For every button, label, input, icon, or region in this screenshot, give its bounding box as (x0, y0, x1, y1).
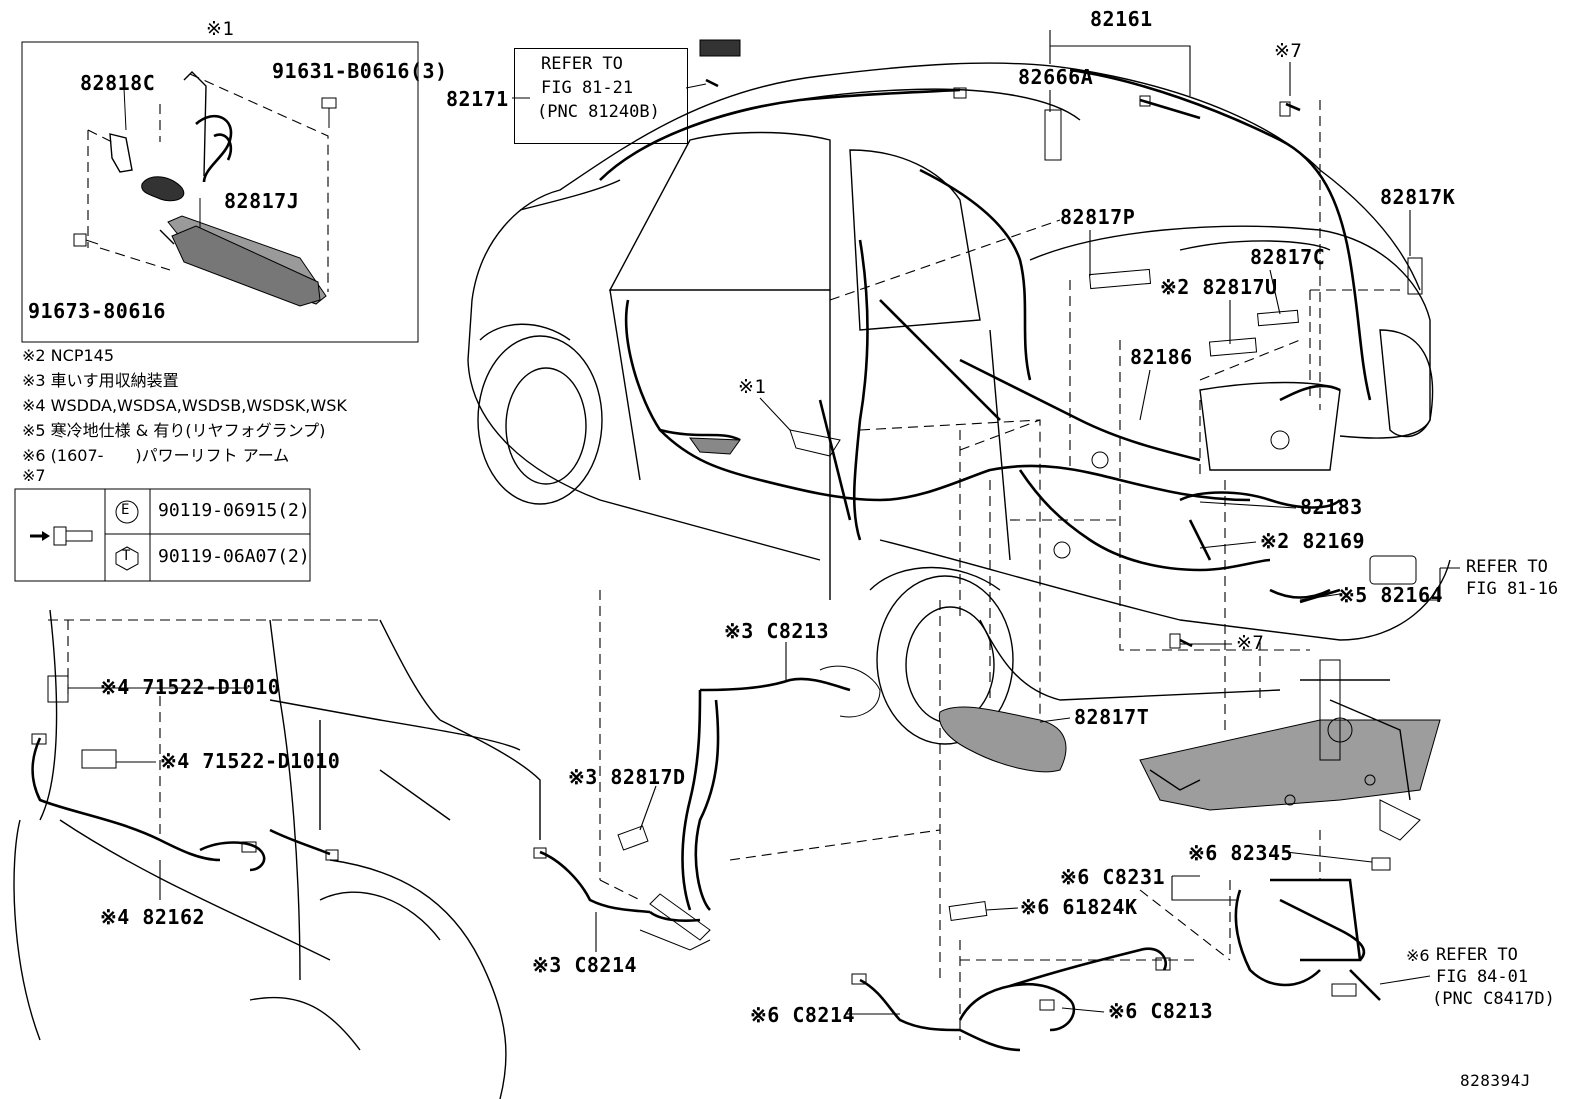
part-note1-main[interactable]: ※1 (738, 376, 767, 398)
part-82666a[interactable]: 82666A (1018, 65, 1094, 89)
power-lift-harness (851, 857, 1391, 1052)
refer-line: FIG 81-21 (541, 78, 634, 98)
inset-title: ※1 (206, 18, 235, 40)
part-82817k[interactable]: 82817K (1380, 185, 1456, 209)
refer-line: (PNC 81240B) (537, 102, 660, 122)
part-91673-80616[interactable]: 91673-80616 (28, 299, 166, 323)
part-c8213-3[interactable]: ※3 C8213 (724, 619, 830, 643)
refer-line: REFER TO (541, 54, 623, 74)
fastener-part-t[interactable]: 90119-06A07(2) (158, 546, 310, 567)
note-7: ※7 (22, 466, 46, 485)
part-82817c[interactable]: 82817C (1250, 245, 1326, 269)
part-82169[interactable]: ※2 82169 (1260, 529, 1366, 553)
note-6: ※6 (1607- )パワーリフト アーム (22, 446, 290, 465)
connector-marks (688, 39, 1423, 649)
refer-84-01-line1[interactable]: REFER TO (1436, 945, 1518, 965)
part-71522-d1010-a[interactable]: ※4 71522-D1010 (100, 675, 281, 699)
part-82818c[interactable]: 82818C (80, 71, 156, 95)
part-c8231[interactable]: ※6 C8231 (1060, 865, 1166, 889)
figure-id: 828394J (1460, 1071, 1531, 1090)
82817t-mat (938, 706, 1067, 773)
refer-84-01-line3[interactable]: (PNC C8417D) (1432, 989, 1555, 1009)
part-c8214-3[interactable]: ※3 C8214 (532, 953, 638, 977)
part-c8213-6[interactable]: ※6 C8213 (1108, 999, 1214, 1023)
part-note7-mid[interactable]: ※7 (1236, 632, 1265, 654)
part-82171[interactable]: 82171 (446, 87, 509, 111)
refer-81-16-line2[interactable]: FIG 81-16 (1466, 579, 1559, 599)
part-82817j[interactable]: 82817J (224, 189, 300, 213)
part-61824k[interactable]: ※6 61824K (1020, 895, 1138, 919)
part-82817u[interactable]: ※2 82817U (1160, 275, 1278, 299)
part-82345[interactable]: ※6 82345 (1188, 841, 1294, 865)
part-82817t[interactable]: 82817T (1074, 705, 1150, 729)
refer-81-16-line1[interactable]: REFER TO (1466, 557, 1548, 577)
part-82817d[interactable]: ※3 82817D (568, 765, 686, 789)
part-82817p[interactable]: 82817P (1060, 205, 1136, 229)
note-3: ※3 車いす用収納装置 (22, 371, 179, 390)
inset-illustration (21, 41, 419, 343)
part-82164[interactable]: ※5 82164 (1338, 583, 1444, 607)
refer-box-81-21[interactable]: REFER TO FIG 81-21 (PNC 81240B) (514, 48, 688, 144)
fastener-code-e: E (121, 502, 130, 518)
part-82186[interactable]: 82186 (1130, 345, 1193, 369)
refer-84-01-line2[interactable]: FIG 84-01 (1436, 967, 1529, 987)
part-91631-b0616[interactable]: 91631-B0616(3) (272, 59, 448, 83)
part-c8214-6[interactable]: ※6 C8214 (750, 1003, 856, 1027)
wheelchair-harness (533, 590, 881, 951)
part-note7-top[interactable]: ※7 (1274, 40, 1303, 62)
part-82183[interactable]: 82183 (1300, 495, 1363, 519)
fastener-code-t: T (122, 548, 131, 564)
fastener-part-e[interactable]: 90119-06915(2) (158, 500, 310, 521)
note-6-marker: ※6 (1406, 946, 1430, 965)
car-body-lower-left (13, 609, 541, 1099)
storage-tray (1139, 659, 1441, 841)
note-4: ※4 WSDDA,WSDSA,WSDSB,WSDSK,WSK (22, 396, 347, 415)
part-71522-d1010-b[interactable]: ※4 71522-D1010 (160, 749, 341, 773)
main-dashed-leaders (729, 100, 1400, 1040)
part-82162[interactable]: ※4 82162 (100, 905, 206, 929)
part-82161[interactable]: 82161 (1090, 7, 1153, 31)
note-5: ※5 寒冷地仕様 & 有り(リヤフォグランプ) (22, 421, 326, 440)
fastener-table-graphics (14, 488, 311, 582)
note-2: ※2 NCP145 (22, 346, 114, 365)
main-harness-lines (599, 68, 1372, 599)
